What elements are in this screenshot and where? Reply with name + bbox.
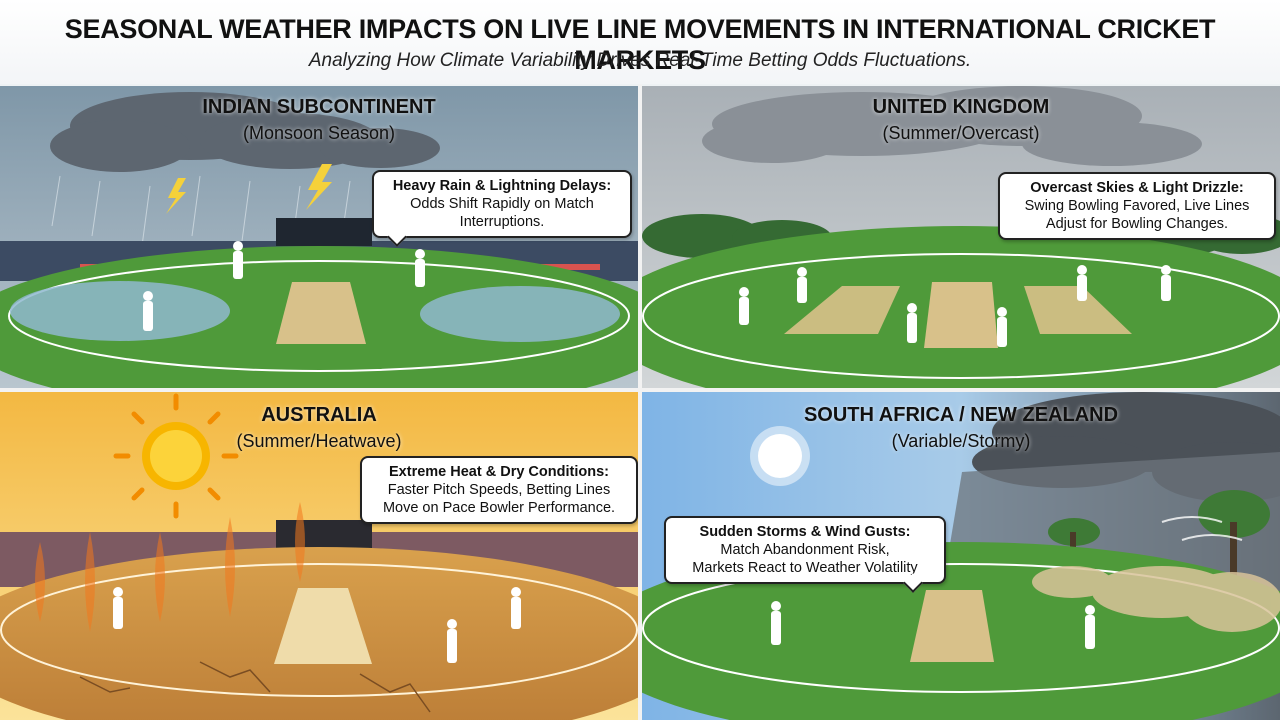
callout-heading: Extreme Heat & Dry Conditions: [389, 464, 609, 480]
region-season: (Summer/Heatwave) [236, 431, 402, 451]
region-season: (Variable/Stormy) [891, 431, 1031, 451]
callout-line: Match Abandonment Risk, [720, 542, 890, 558]
callout-box: Overcast Skies & Light Drizzle: Swing Bo… [998, 172, 1276, 240]
region-name: INDIAN SUBCONTINENT [202, 96, 436, 118]
panel-south-africa-new-zealand: SOUTH AFRICA / NEW ZEALAND (Variable/Sto… [642, 392, 1280, 720]
callout-box: Heavy Rain & Lightning Delays: Odds Shif… [372, 170, 632, 247]
region-name: AUSTRALIA [261, 404, 377, 426]
callout-line: Markets React to Weather Volatility [692, 560, 918, 576]
callout-line: Interruptions. [459, 214, 545, 230]
region-season: (Monsoon Season) [242, 123, 396, 143]
callout-heading: Heavy Rain & Lightning Delays: [392, 178, 612, 194]
page-subtitle: Analyzing How Climate Variability Drives… [308, 50, 972, 71]
callout-box: Sudden Storms & Wind Gusts: Match Abando… [664, 516, 946, 593]
region-heading: INDIAN SUBCONTINENT (Monsoon Season) [0, 96, 638, 144]
player-figures [739, 265, 1171, 347]
header-banner: SEASONAL WEATHER IMPACTS ON LIVE LINE MO… [0, 0, 1280, 84]
heatwave-scene-illustration [0, 392, 638, 720]
region-name: UNITED KINGDOM [872, 96, 1050, 118]
callout-heading: Overcast Skies & Light Drizzle: [1030, 180, 1244, 196]
wind-gust-icon [1161, 516, 1243, 541]
callout-line: Swing Bowling Favored, Live Lines [1024, 198, 1250, 214]
dust-storm-icon [1032, 566, 1280, 632]
callout-line: Move on Pace Bowler Performance. [382, 500, 616, 516]
storm-cloud-icon [50, 92, 440, 172]
heat-haze-icon [35, 502, 305, 632]
callout-line: Adjust for Bowling Changes. [1045, 216, 1229, 232]
sun-icon [750, 426, 810, 486]
lightning-icon [306, 164, 332, 210]
callout-box: Extreme Heat & Dry Conditions: Faster Pi… [360, 456, 638, 524]
region-heading: UNITED KINGDOM (Summer/Overcast) [642, 96, 1280, 144]
panel-divider [638, 84, 642, 720]
page-title: SEASONAL WEATHER IMPACTS ON LIVE LINE MO… [64, 14, 1216, 75]
region-name: SOUTH AFRICA / NEW ZEALAND [803, 404, 1119, 426]
panel-australia: AUSTRALIA (Summer/Heatwave) Extreme Heat… [0, 392, 638, 720]
callout-line: Odds Shift Rapidly on Match [410, 196, 594, 212]
overcast-cloud-icon [702, 86, 1202, 166]
panel-divider [0, 388, 1280, 392]
player-figures [143, 241, 425, 331]
region-season: (Summer/Overcast) [882, 123, 1040, 143]
panel-united-kingdom: UNITED KINGDOM (Summer/Overcast) Overcas… [642, 86, 1280, 388]
player-figures [771, 601, 1095, 649]
panel-indian-subcontinent: INDIAN SUBCONTINENT (Monsoon Season) Hea… [0, 86, 638, 388]
sun-icon [113, 393, 239, 519]
callout-heading: Sudden Storms & Wind Gusts: [699, 524, 911, 540]
region-heading: SOUTH AFRICA / NEW ZEALAND (Variable/Sto… [642, 404, 1280, 452]
region-heading: AUSTRALIA (Summer/Heatwave) [0, 404, 638, 452]
lightning-icon [166, 178, 186, 214]
player-figures [113, 587, 521, 663]
callout-line: Faster Pitch Speeds, Betting Lines [387, 482, 611, 498]
